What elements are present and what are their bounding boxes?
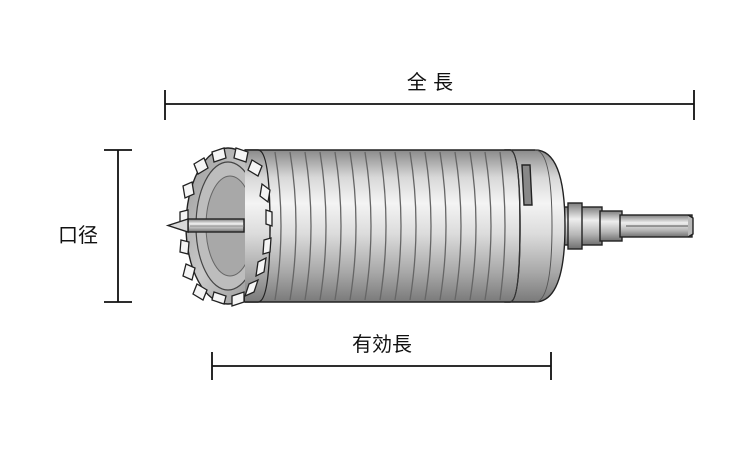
center-pilot-drill — [165, 218, 245, 233]
spiral-grooves — [274, 151, 506, 301]
diamond-segments — [179, 147, 273, 307]
effective-length-label: 有効長 — [352, 332, 412, 356]
body-rear-cap — [504, 149, 566, 303]
overall-length-dimension: 全 長 — [164, 70, 695, 120]
cutting-face — [165, 147, 273, 307]
shank — [561, 202, 694, 250]
diameter-dimension: 口径 — [58, 149, 132, 303]
diameter-label: 口径 — [58, 223, 98, 247]
drill-body — [244, 149, 521, 303]
effective-length-dimension: 有効長 — [211, 332, 552, 380]
overall-length-label: 全 長 — [407, 70, 453, 94]
core-drill-illustration — [165, 147, 694, 307]
